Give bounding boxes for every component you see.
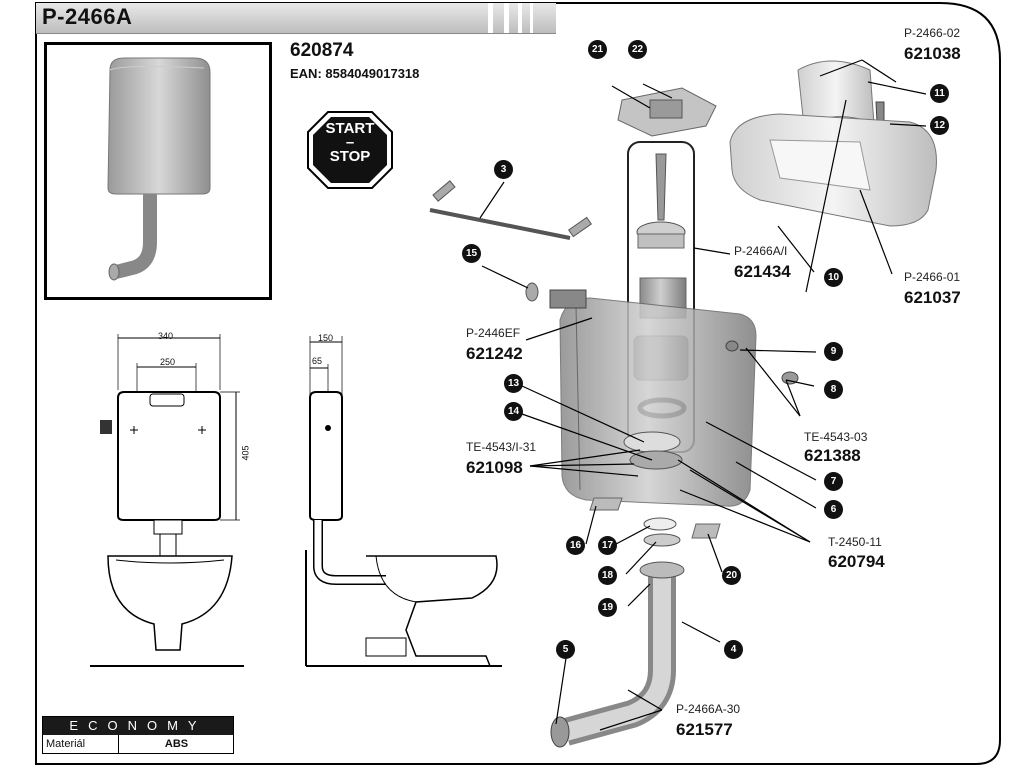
part-number-badge: 13 (504, 374, 523, 393)
part-number-badge: 18 (598, 566, 617, 585)
dash-label: – (345, 134, 355, 151)
part-number-badge: 21 (588, 40, 607, 59)
start-stop-label: START – STOP (318, 120, 382, 165)
material-table: ECONOMY Materiál ABS (42, 716, 234, 754)
callout-sub: TE-4543/I-31 (466, 440, 537, 454)
part-number-badge: 19 (598, 598, 617, 617)
callout-code: 621577 (676, 720, 733, 739)
callout-sub: P-2466A-30 (676, 702, 741, 716)
callout-code: 621434 (734, 262, 791, 281)
callout-code: 621388 (804, 446, 861, 465)
part-number-badge: 11 (930, 84, 949, 103)
callout-sub: P-2466A/I (734, 244, 788, 258)
part-number-badge: 12 (930, 116, 949, 135)
title-stripe (518, 3, 522, 33)
stop-label: STOP (329, 148, 371, 165)
part-number-badge: 3 (494, 160, 513, 179)
callout-code: 621242 (466, 344, 523, 363)
front-view-drawing (90, 334, 244, 667)
product-photo (44, 42, 272, 300)
callout-sub: P-2466-02 (904, 26, 961, 40)
callout-sub: T-2450-11 (828, 535, 882, 549)
start-label: START (325, 120, 375, 137)
side-view-drawing (305, 336, 502, 667)
callout-sub: TE-4543-03 (804, 430, 868, 444)
title-stripe (488, 3, 493, 33)
product-code: 620874 (290, 40, 354, 61)
dim-offset: 65 (312, 356, 323, 366)
part-number-badge: 14 (504, 402, 523, 421)
part-number-badge: 8 (824, 380, 843, 399)
callout-code: 621037 (904, 288, 961, 307)
callout-sub: P-2446EF (466, 326, 521, 340)
callout-code: 621098 (466, 458, 523, 477)
title-stripe (504, 3, 509, 33)
part-number-badge: 9 (824, 342, 843, 361)
part-number-badge: 15 (462, 244, 481, 263)
part-number-badge: 5 (556, 640, 575, 659)
part-number-badge: 6 (824, 500, 843, 519)
callout-code: 621038 (904, 44, 961, 63)
ean-code: EAN: 8584049017318 (290, 66, 420, 81)
material-value: ABS (164, 738, 189, 750)
dim-inner: 250 (160, 357, 176, 367)
callout-sub: P-2466-01 (904, 270, 961, 284)
part-number-badge: 17 (598, 536, 617, 555)
callout-code: 620794 (828, 552, 885, 571)
page-title: P-2466A (42, 4, 133, 29)
title-stripe (530, 3, 533, 33)
part-number-badge: 22 (628, 40, 647, 59)
exploded-view (429, 59, 937, 748)
start-stop-icon (307, 111, 393, 189)
dim-height: 405 (240, 445, 251, 461)
part-number-badge: 20 (722, 566, 741, 585)
part-number-badge: 16 (566, 536, 585, 555)
dim-width: 340 (158, 331, 174, 341)
material-label: Materiál (43, 735, 119, 753)
dim-depth: 150 (318, 333, 334, 343)
part-number-badge: 10 (824, 268, 843, 287)
part-number-badge: 4 (724, 640, 743, 659)
part-number-badge: 7 (824, 472, 843, 491)
series-label: ECONOMY (43, 717, 233, 735)
title-bar (36, 3, 556, 34)
